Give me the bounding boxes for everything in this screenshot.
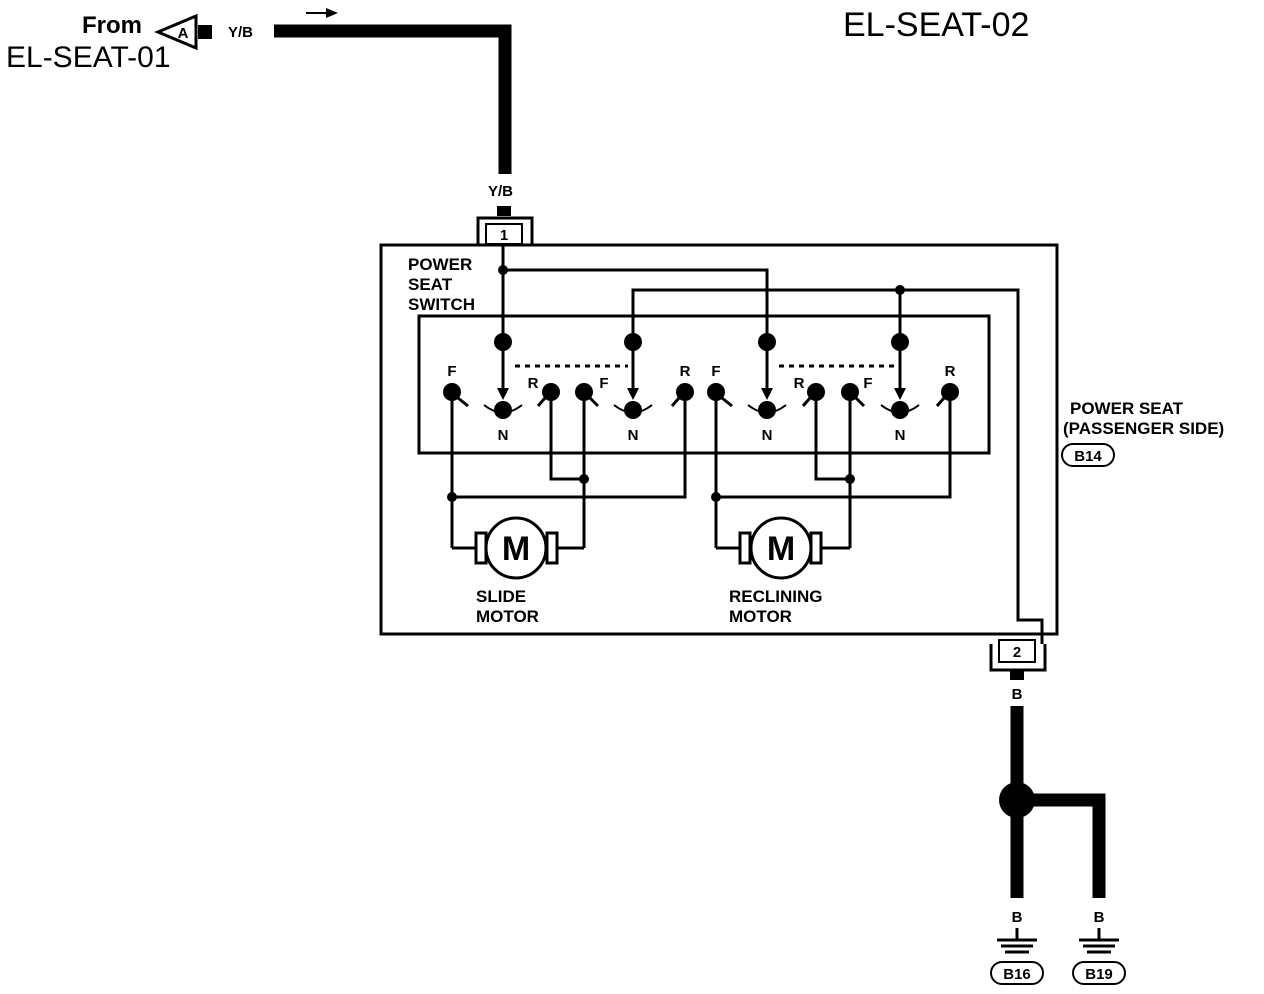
pos-r-4: R (945, 363, 956, 380)
slide-motor-label-2: MOTOR (476, 607, 539, 626)
reclining-motor-icon: M (738, 516, 823, 580)
pos-r-2: R (680, 363, 691, 380)
reclining-motor-symbol: M (767, 530, 795, 568)
pos-f-3: F (711, 363, 720, 380)
switch-feed-wires (501, 244, 1044, 644)
pos-n-3: N (762, 427, 773, 444)
switch-label-3: SWITCH (408, 295, 475, 314)
power-seat-label-2: (PASSENGER SIDE) (1063, 419, 1224, 438)
slide-motor-symbol: M (502, 530, 530, 568)
power-seat-label-1: POWER SEAT (1070, 399, 1184, 418)
ground-b16-badge[interactable]: B16 (990, 961, 1044, 985)
pin-2-connector: 2 (989, 639, 1047, 672)
pin-1-connector: 1 (476, 216, 534, 245)
wire-color-b-ground2: B (1094, 909, 1105, 926)
ground-2-icon (1079, 928, 1119, 954)
pos-f-1: F (447, 363, 456, 380)
motor-wires (450, 401, 952, 550)
pin-2-label: 2 (1013, 644, 1021, 661)
connector-a-icon: A (154, 13, 212, 51)
pos-n-4: N (895, 427, 906, 444)
ground-b19-label: B19 (1085, 966, 1113, 983)
ground-1-icon (997, 928, 1037, 954)
ground-b19-badge[interactable]: B19 (1072, 961, 1126, 985)
pos-r-1: R (528, 375, 539, 392)
wire-color-top: Y/B (228, 24, 253, 41)
connector-b14-label: B14 (1074, 448, 1102, 465)
switch-label-1: POWER (408, 255, 472, 274)
wire-yb (274, 24, 512, 174)
pos-r-3: R (794, 375, 805, 392)
connector-b14-badge[interactable]: B14 (1061, 443, 1115, 467)
pos-n-1: N (498, 427, 509, 444)
wire-color-yb: Y/B (488, 183, 513, 200)
motor-junction-dots (447, 474, 855, 502)
switch-label-2: SEAT (408, 275, 453, 294)
power-seat-switch-box (417, 314, 991, 455)
reclining-motor-label-1: RECLINING (729, 587, 823, 606)
switch-contacts (443, 333, 959, 419)
power-seat-box (379, 243, 1059, 636)
wire-color-b-top: B (1012, 686, 1023, 703)
diagram-id: EL-SEAT-02 (843, 6, 1029, 44)
junction-dots (498, 265, 905, 295)
from-page-link[interactable]: EL-SEAT-01 (6, 41, 171, 74)
current-flow-arrow-icon (306, 8, 338, 18)
pos-f-2: F (599, 375, 608, 392)
from-label: From (82, 12, 142, 39)
splice-dot (999, 782, 1035, 818)
pin-1-label: 1 (500, 227, 508, 244)
pos-f-4: F (863, 375, 872, 392)
reclining-motor-label-2: MOTOR (729, 607, 792, 626)
wire-color-b-ground1: B (1012, 909, 1023, 926)
slide-motor-icon: M (474, 516, 559, 580)
ground-b16-label: B16 (1003, 966, 1031, 983)
slide-motor-label-1: SLIDE (476, 587, 526, 606)
pos-n-2: N (628, 427, 639, 444)
connector-letter: A (178, 25, 189, 42)
